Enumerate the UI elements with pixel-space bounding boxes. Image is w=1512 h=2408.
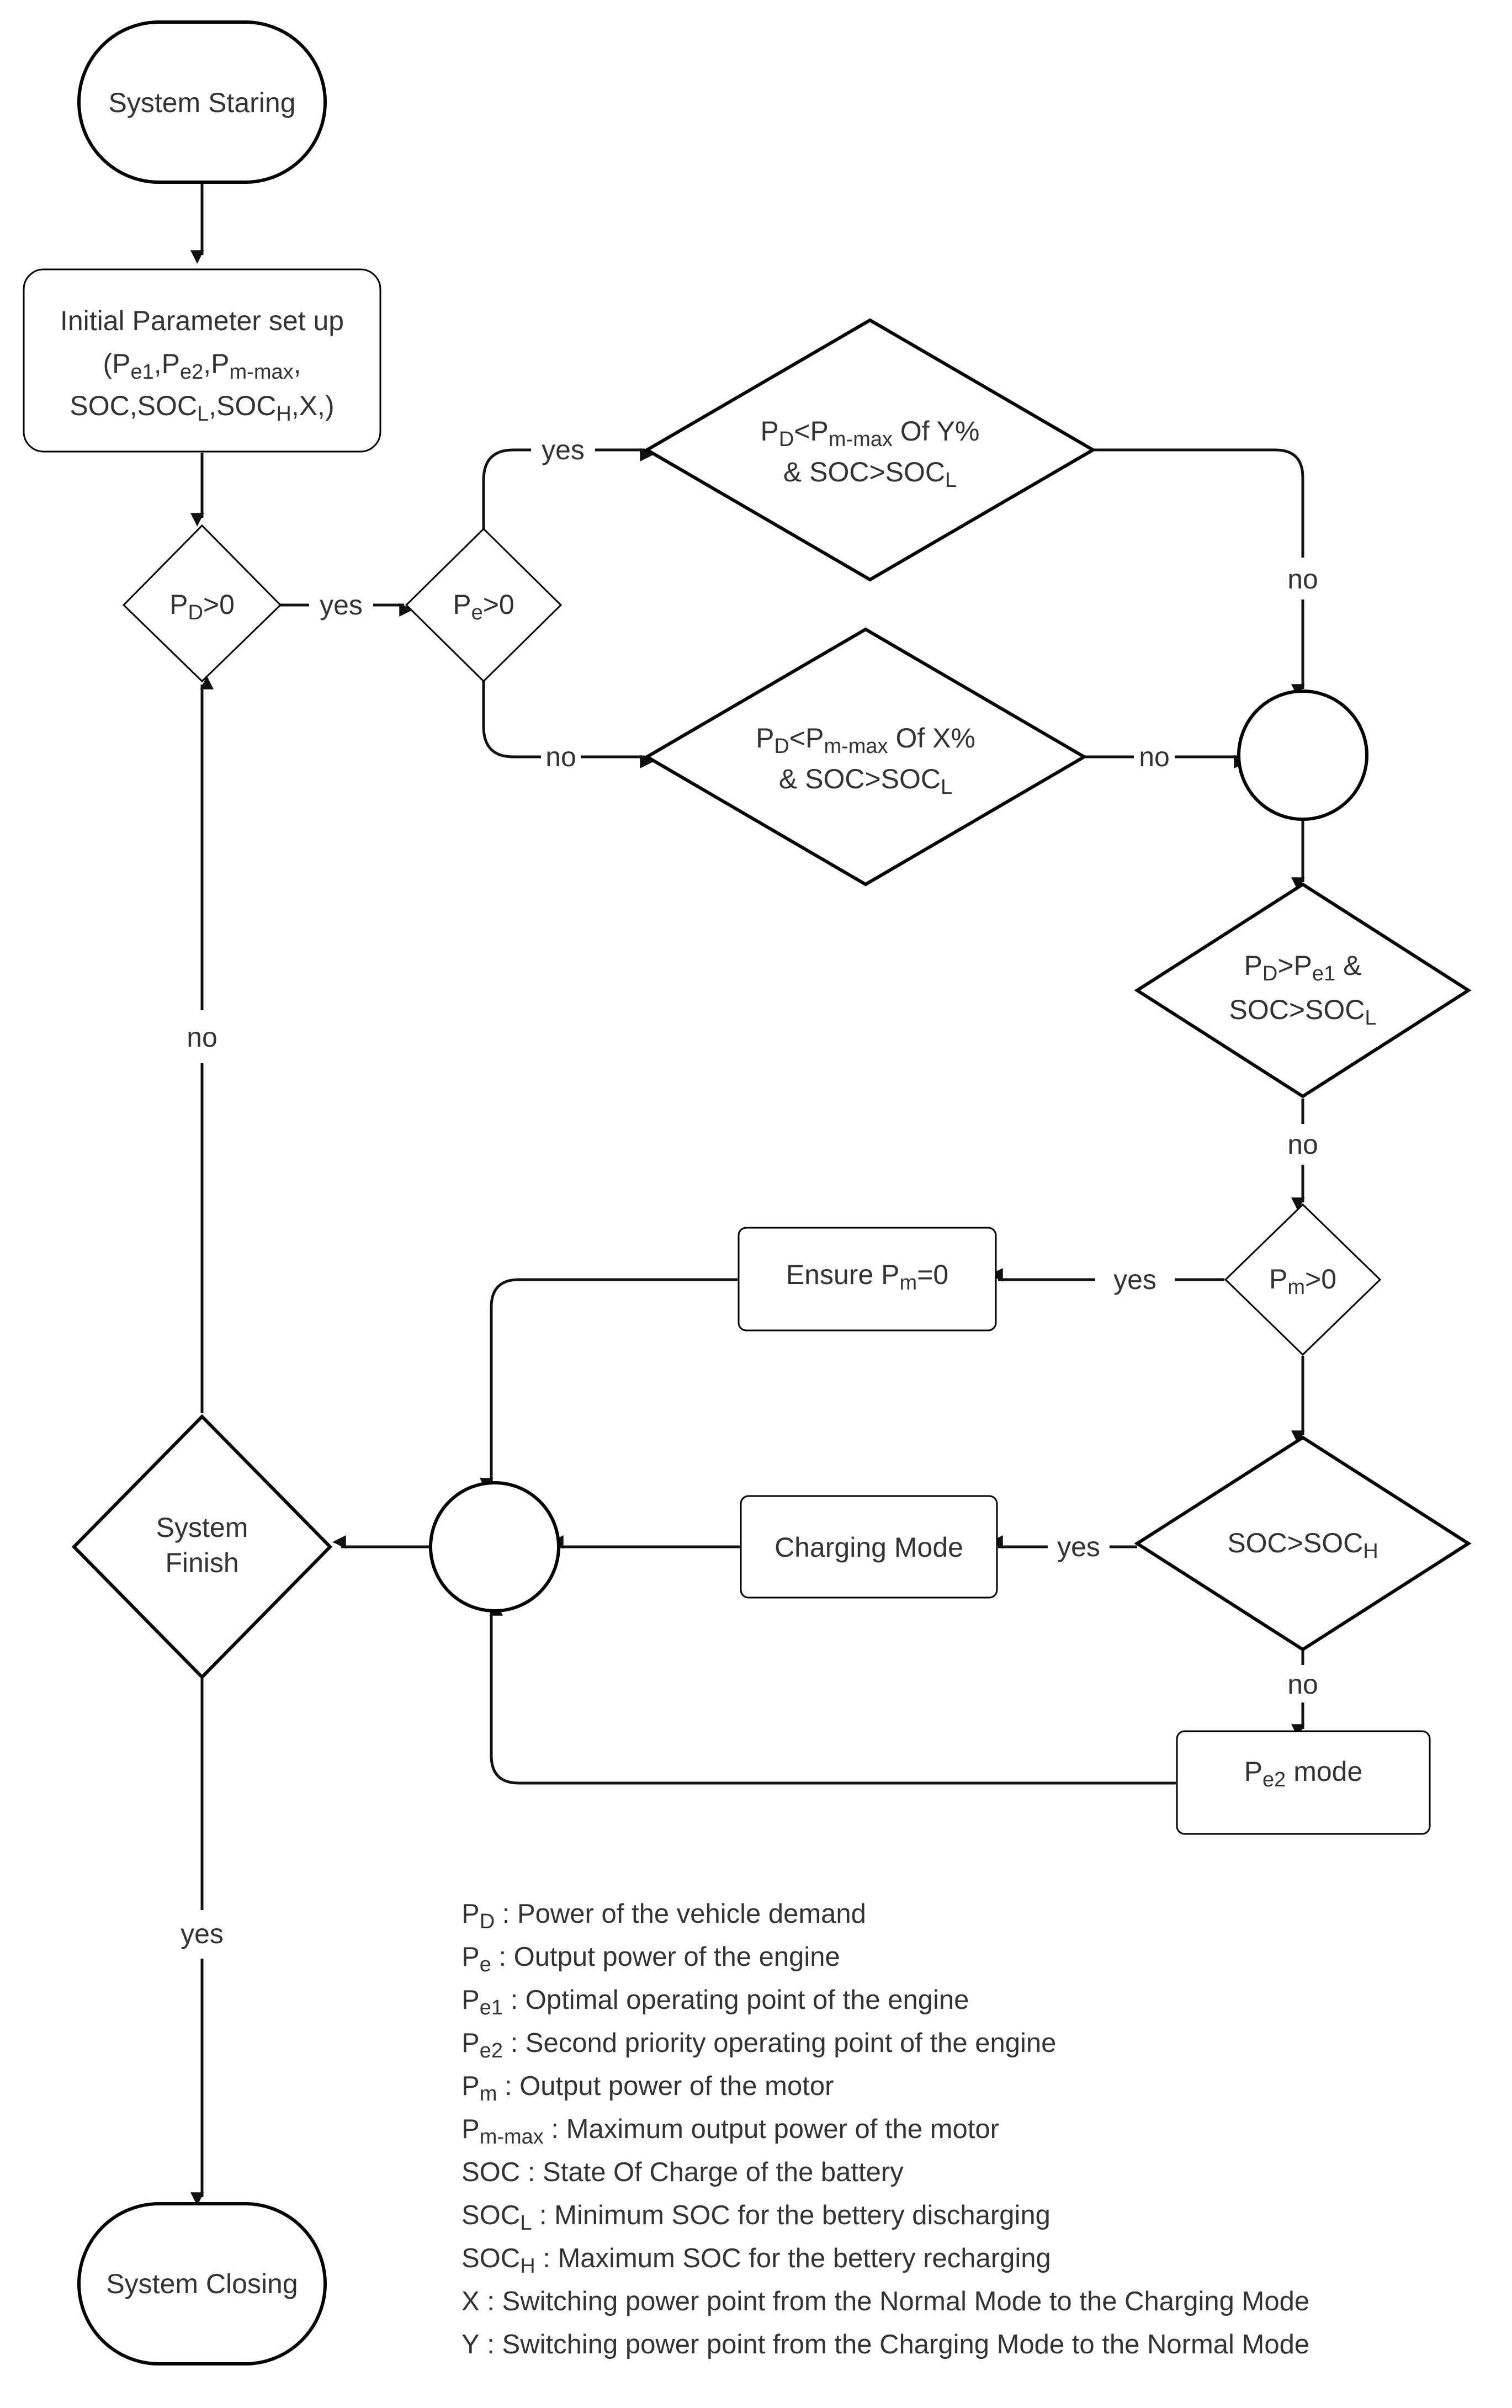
label-pd-yes: yes [320, 590, 363, 620]
legend-item: Pe2 : Second priority operating point of… [461, 2028, 1057, 2062]
legend-item: X : Switching power point from the Norma… [461, 2287, 1310, 2316]
end-label: System Closing [106, 2268, 298, 2299]
junction-left [429, 1481, 560, 1613]
process-ensure-pm-zero: Ensure Pm=0 [738, 1227, 997, 1332]
edge-cond-y-to-junction [1094, 448, 1303, 689]
label-soc-yes: yes [1057, 1531, 1100, 1562]
legend-item: Pm : Output power of the motor [461, 2071, 834, 2105]
decision-pe-label: Pe>0 [453, 589, 514, 624]
label-cond-pe1-no: no [1287, 1129, 1318, 1160]
cond-pe1-line-1: PD>Pe1 & [1244, 950, 1362, 985]
edges [202, 182, 1303, 2197]
cond-y-line-1: PD<Pm-max Of Y% [761, 416, 980, 451]
cond-pe1-line-2: SOC>SOCL [1229, 994, 1376, 1030]
edge-pe-to-cond-x [482, 681, 645, 757]
cond-y-line-2: & SOC>SOCL [783, 457, 957, 492]
init-line-1: Initial Parameter set up [60, 305, 344, 336]
label-cond-x-no: no [1139, 741, 1170, 772]
label-pe-no: no [545, 741, 576, 772]
process-pe2-mode: Pe2 mode [1176, 1730, 1431, 1835]
label-cond-y-no: no [1287, 564, 1318, 595]
start-label: System Staring [108, 87, 295, 118]
label-pm-yes: yes [1113, 1264, 1156, 1295]
cond-x-line-1: PD<Pm-max Of X% [756, 723, 975, 758]
system-finish-line-1: System [156, 1512, 248, 1543]
decision-pe-gt-0: Pe>0 [405, 527, 563, 683]
legend-item: Y : Switching power point from the Charg… [461, 2330, 1310, 2359]
legend: PD : Power of the vehicle demand Pe : Ou… [461, 1892, 1499, 2366]
decision-soc-gt-soch: SOC>SOCH [1134, 1435, 1472, 1652]
decision-pd-label: PD>0 [169, 589, 235, 624]
start-terminal: System Staring [77, 20, 327, 184]
charging-mode-label: Charging Mode [774, 1532, 963, 1563]
legend-item: Pe : Output power of the engine [461, 1942, 840, 1976]
legend-item: Pe1 : Optimal operating point of the eng… [461, 1985, 969, 2019]
pe2-mode-label: Pe2 mode [1244, 1756, 1363, 1791]
legend-item: PD : Power of the vehicle demand [461, 1899, 866, 1933]
decision-system-finish: System Finish [71, 1414, 333, 1680]
decision-pm-gt-0: Pm>0 [1224, 1203, 1382, 1356]
edge-labels: yes yes no no no no yes yes no no yes [181, 434, 1318, 1949]
cond-x-line-2: & SOC>SOCL [779, 763, 952, 799]
init-line-3: SOC,SOCL,SOCH,X,) [70, 390, 334, 426]
soc-gt-soch-label: SOC>SOCH [1227, 1527, 1378, 1563]
process-charging-mode: Charging Mode [740, 1495, 998, 1599]
system-finish-line-2: Finish [165, 1547, 238, 1578]
ensure-pm-label: Ensure Pm=0 [786, 1259, 948, 1295]
legend-item: SOC : State Of Charge of the battery [461, 2157, 904, 2187]
decision-pm-label: Pm>0 [1269, 1264, 1336, 1299]
label-pe-yes: yes [542, 434, 585, 465]
label-finish-no: no [187, 1022, 217, 1053]
legend-item: SOCL : Minimum SOC for the bettery disch… [461, 2200, 1051, 2235]
label-finish-yes: yes [181, 1918, 224, 1949]
edge-pe-to-cond-y [482, 450, 645, 529]
label-soc-no: no [1287, 1669, 1318, 1700]
edge-ensure-to-left-junction [480, 1278, 738, 1492]
init-line-2: (Pe1,Pe2,Pm-max, [103, 348, 301, 384]
junction-right [1237, 689, 1368, 821]
decision-pd-gt-0: PD>0 [122, 524, 282, 683]
decision-cond-y: PD<Pm-max Of Y% & SOC>SOCL [644, 318, 1096, 582]
decision-cond-pe1: PD>Pe1 & SOC>SOCL [1134, 882, 1472, 1099]
legend-item: Pm-max : Maximum output power of the mot… [461, 2114, 999, 2149]
legend-item: SOCH : Maximum SOC for the bettery recha… [461, 2243, 1051, 2278]
edge-pe2-to-left-junction [489, 1602, 1176, 1785]
init-parameter-box: Initial Parameter set up (Pe1,Pe2,Pm-max… [23, 268, 381, 453]
end-terminal: System Closing [77, 2202, 327, 2365]
decision-cond-x: PD<Pm-max Of X% & SOC>SOCL [644, 627, 1087, 887]
